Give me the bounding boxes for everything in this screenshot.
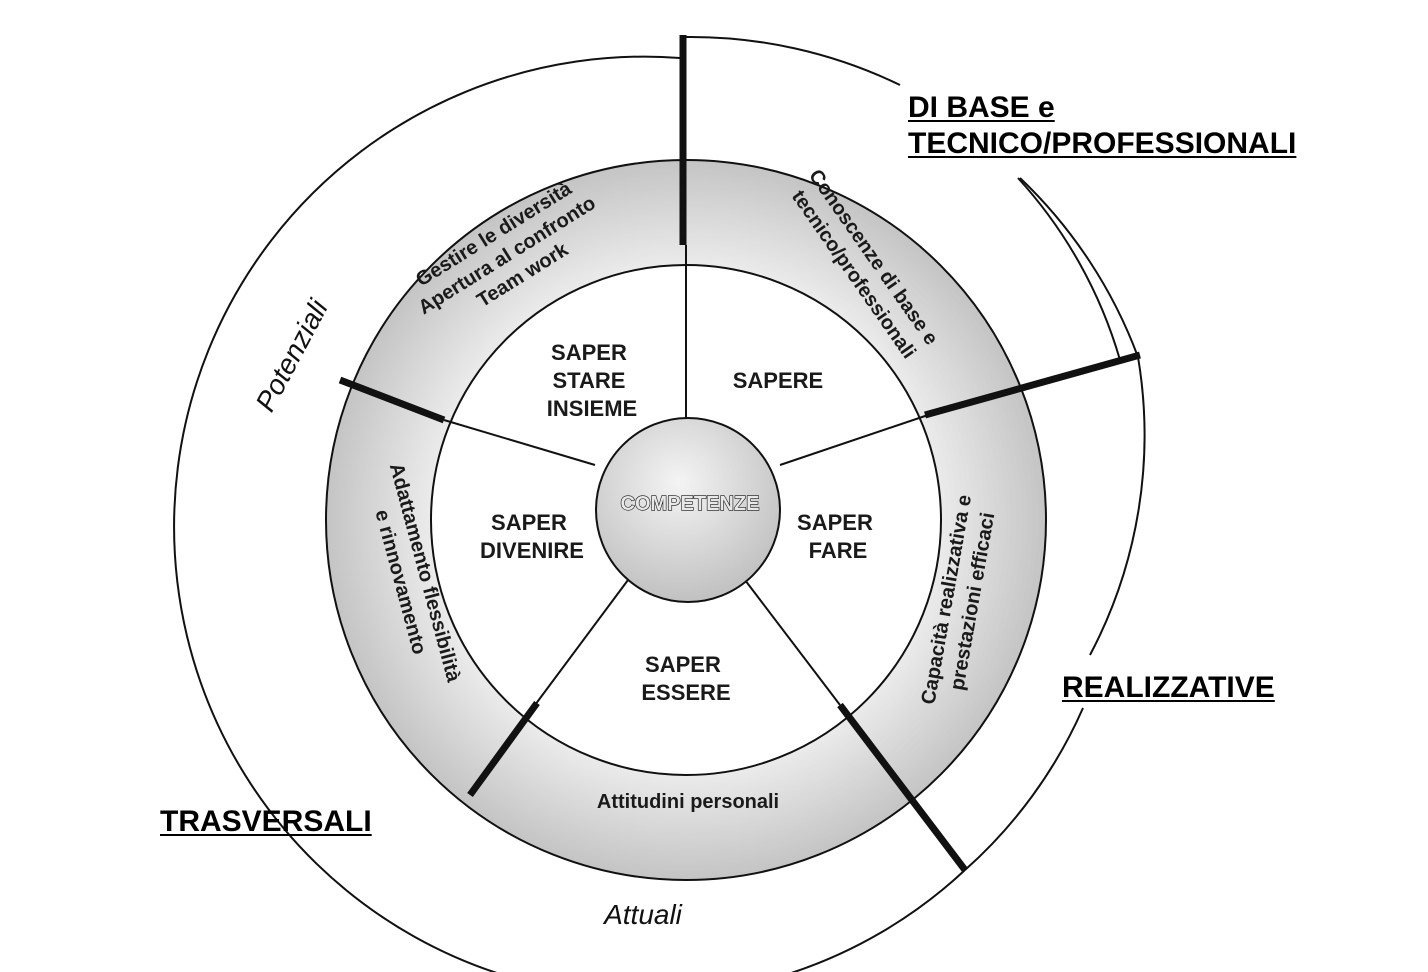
category-base-line2: TECNICO/PROFESSIONALI <box>908 127 1297 160</box>
arc-label-potenziali: Potenziali <box>249 294 334 416</box>
outer-arc-left <box>173 55 966 972</box>
outer-arc-right-lower <box>1089 356 1146 656</box>
sector-saper-divenire: SAPER DIVENIRE <box>480 510 584 563</box>
category-base-label: DI BASE e TECNICO/PROFESSIONALI <box>908 90 1296 162</box>
spoke-bottom-right <box>744 579 841 706</box>
outer-arc-inner-right <box>1017 177 1121 361</box>
outer-arc-right-upper <box>684 35 901 86</box>
outer-arcs <box>173 35 1146 972</box>
spoke-bottom-left <box>534 579 629 706</box>
divider-right <box>924 351 1141 419</box>
spokes <box>443 245 929 706</box>
sector-saper-stare-insieme: SAPER STARE INSIEME <box>547 340 637 421</box>
category-realizzative-label: REALIZZATIVE <box>1062 671 1275 704</box>
category-trasversali-label: TRASVERSALI <box>160 805 372 838</box>
inner-sector-labels: SAPERE SAPER FARE SAPER ESSERE SAPER DIV… <box>480 340 879 705</box>
center-title: COMPETENZE <box>621 493 760 515</box>
sector-saper-fare: SAPER FARE <box>797 510 879 563</box>
outer-arc-right-upper2 <box>1019 177 1139 358</box>
outer-arc-right-lower2 <box>964 707 1084 871</box>
ring-label-bottom: Attitudini personali <box>597 791 779 813</box>
center-circle <box>595 417 781 603</box>
divider-left <box>338 376 446 424</box>
thick-dividers <box>338 35 1141 873</box>
spoke-right <box>779 414 929 466</box>
category-base-line1: DI BASE e <box>908 91 1055 124</box>
divider-bottom-right <box>837 702 968 873</box>
arc-label-attuali: Attuali <box>602 899 683 930</box>
sector-sapere: SAPERE <box>733 368 823 393</box>
spoke-left <box>443 419 596 466</box>
center-hub: COMPETENZE <box>595 417 781 603</box>
sector-saper-essere: SAPER ESSERE <box>641 652 730 705</box>
divider-bottom-left <box>467 700 540 798</box>
